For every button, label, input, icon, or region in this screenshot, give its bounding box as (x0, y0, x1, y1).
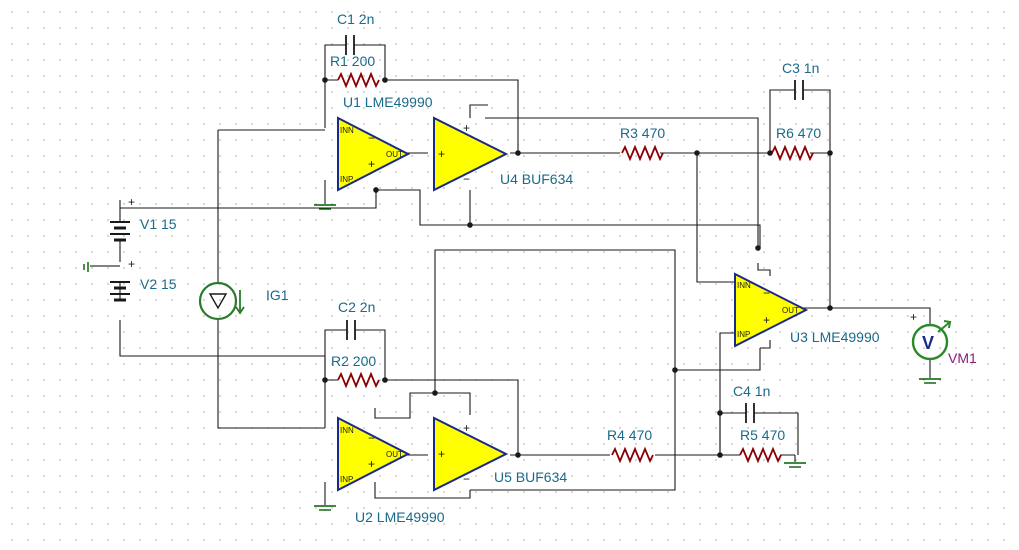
label-r2: R2 200 (331, 353, 376, 369)
ground-symbol (314, 200, 336, 210)
inverting-sign: − (368, 431, 375, 445)
buffer-input-sign: + (438, 147, 445, 161)
label-ig1: IG1 (266, 287, 289, 303)
noninverting-sign: + (763, 313, 770, 327)
pin-out-label: OUT (386, 150, 403, 159)
pin-inp-label: INP (737, 330, 750, 339)
label-v1: V1 15 (140, 216, 177, 232)
meter-plus-sign: + (910, 310, 917, 324)
label-u3: U3 LME49990 (790, 329, 880, 345)
battery-plus-sign: + (128, 195, 135, 209)
resistor-r2[interactable] (337, 371, 380, 389)
label-u2: U2 LME49990 (355, 509, 445, 525)
pin-inn-label: INN (340, 126, 354, 135)
pin-out-label: OUT (782, 306, 799, 315)
voltmeter-vm1[interactable]: V + (910, 310, 952, 361)
label-r5: R5 470 (740, 427, 785, 443)
buffer-u5[interactable]: + + − (433, 416, 509, 492)
noninverting-sign: + (368, 457, 375, 471)
pin-inp-label: INP (340, 175, 353, 184)
label-r1: R1 200 (330, 53, 375, 69)
ground-symbol (314, 505, 336, 511)
label-c3: C3 1n (782, 60, 819, 76)
label-r6: R6 470 (776, 125, 821, 141)
opamp-u1[interactable]: INN INP OUT − + (337, 116, 411, 192)
label-u1: U1 LME49990 (343, 94, 433, 110)
pin-inn-label: INN (340, 426, 354, 435)
noninverting-sign: + (368, 157, 375, 171)
ground-symbol (83, 262, 106, 272)
resistor-r5[interactable] (739, 446, 782, 464)
opamp-u2[interactable]: INN INP OUT − + (337, 416, 411, 492)
battery-plus-sign: + (128, 257, 135, 271)
label-c2: C2 2n (338, 299, 375, 315)
buffer-u4[interactable]: + + − (433, 116, 509, 192)
buffer-input-sign: + (438, 447, 445, 461)
inverting-sign: − (368, 131, 375, 145)
resistor-r1[interactable] (337, 71, 380, 89)
label-u5: U5 BUF634 (494, 469, 567, 485)
resistor-r4[interactable] (611, 446, 654, 464)
label-v2: V2 15 (140, 276, 177, 292)
label-r3: R3 470 (620, 125, 665, 141)
pin-out-label: OUT (386, 450, 403, 459)
capacitor-c2[interactable] (340, 320, 362, 340)
label-r4: R4 470 (607, 427, 652, 443)
battery-v1[interactable]: + (110, 195, 135, 242)
opamp-u3[interactable]: INN INP OUT − + (734, 272, 809, 348)
label-vm1: VM1 (948, 350, 977, 366)
resistor-r6[interactable] (771, 144, 814, 162)
label-u4: U4 BUF634 (500, 171, 573, 187)
battery-v2[interactable]: + (110, 257, 135, 302)
capacitor-c3[interactable] (790, 80, 808, 100)
pin-inn-label: INN (737, 281, 751, 290)
pin-inp-label: INP (340, 475, 353, 484)
resistor-r3[interactable] (621, 144, 664, 162)
ground-symbol (784, 455, 806, 468)
capacitor-c4[interactable] (740, 403, 760, 423)
supply-minus-sign: − (463, 472, 470, 486)
label-c1: C1 2n (337, 11, 374, 27)
junctions (322, 77, 833, 458)
voltmeter-symbol: V (922, 333, 934, 353)
supply-minus-sign: − (463, 172, 470, 186)
inverting-sign: − (763, 286, 770, 300)
capacitor-c1[interactable] (339, 35, 361, 55)
label-c4: C4 1n (733, 383, 770, 399)
supply-plus-sign: + (463, 121, 470, 135)
current-source-ig1[interactable] (198, 281, 245, 321)
supply-plus-sign: + (463, 421, 470, 435)
wires (106, 44, 931, 505)
ground-symbol (919, 378, 941, 384)
